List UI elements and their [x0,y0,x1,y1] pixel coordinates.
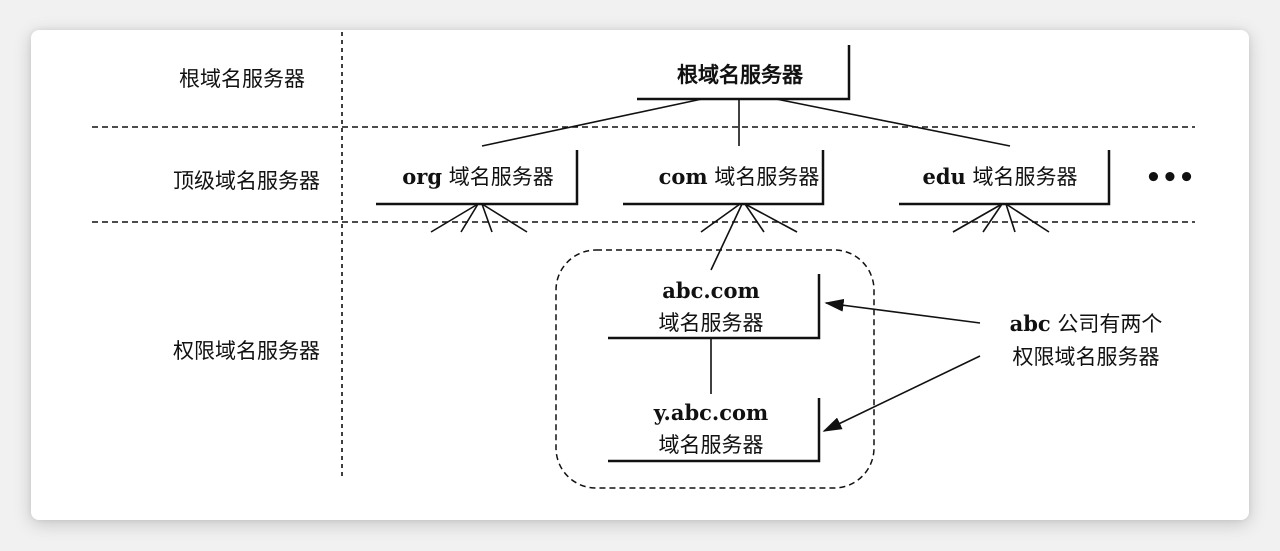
root-server-node: 根域名服务器 [637,45,851,101]
svg-text:abc.com: abc.com [662,278,759,303]
level-label-root: 根域名服务器 [179,67,305,91]
abc-company-group [555,249,875,489]
svg-text:abc 公司有两个: abc 公司有两个 [1010,311,1163,336]
abc-server-node: abc.com 域名服务器 [608,274,821,340]
annotation-arrow-yabc [822,355,981,432]
svg-text:org 域名服务器: org 域名服务器 [402,164,553,189]
svg-text:edu 域名服务器: edu 域名服务器 [923,164,1078,189]
more-servers-ellipsis: ••• [1145,163,1195,193]
com-server-node: com 域名服务器 [623,150,825,206]
edu-fan-lines [952,203,1050,233]
com-fan-lines [700,203,798,271]
svg-text:域名服务器: 域名服务器 [659,433,764,457]
edge-root-edu [775,98,1011,147]
level-label-top: 顶级域名服务器 [173,169,320,193]
annotation-arrow-abc [824,298,981,324]
edu-server-node: edu 域名服务器 [899,150,1111,206]
svg-text:y.abc.com: y.abc.com [653,400,769,425]
annotation: abc 公司有两个 权限域名服务器 [1010,311,1163,369]
svg-text:域名服务器: 域名服务器 [659,311,764,335]
yabc-server-node: y.abc.com 域名服务器 [608,398,821,463]
org-fan-lines [430,203,528,233]
edge-root-org [481,98,703,147]
org-server-node: org 域名服务器 [376,150,579,206]
svg-text:com 域名服务器: com 域名服务器 [659,164,820,189]
svg-text:根域名服务器: 根域名服务器 [677,62,804,87]
svg-text:权限域名服务器: 权限域名服务器 [1013,345,1160,369]
level-label-authoritative: 权限域名服务器 [173,339,320,363]
